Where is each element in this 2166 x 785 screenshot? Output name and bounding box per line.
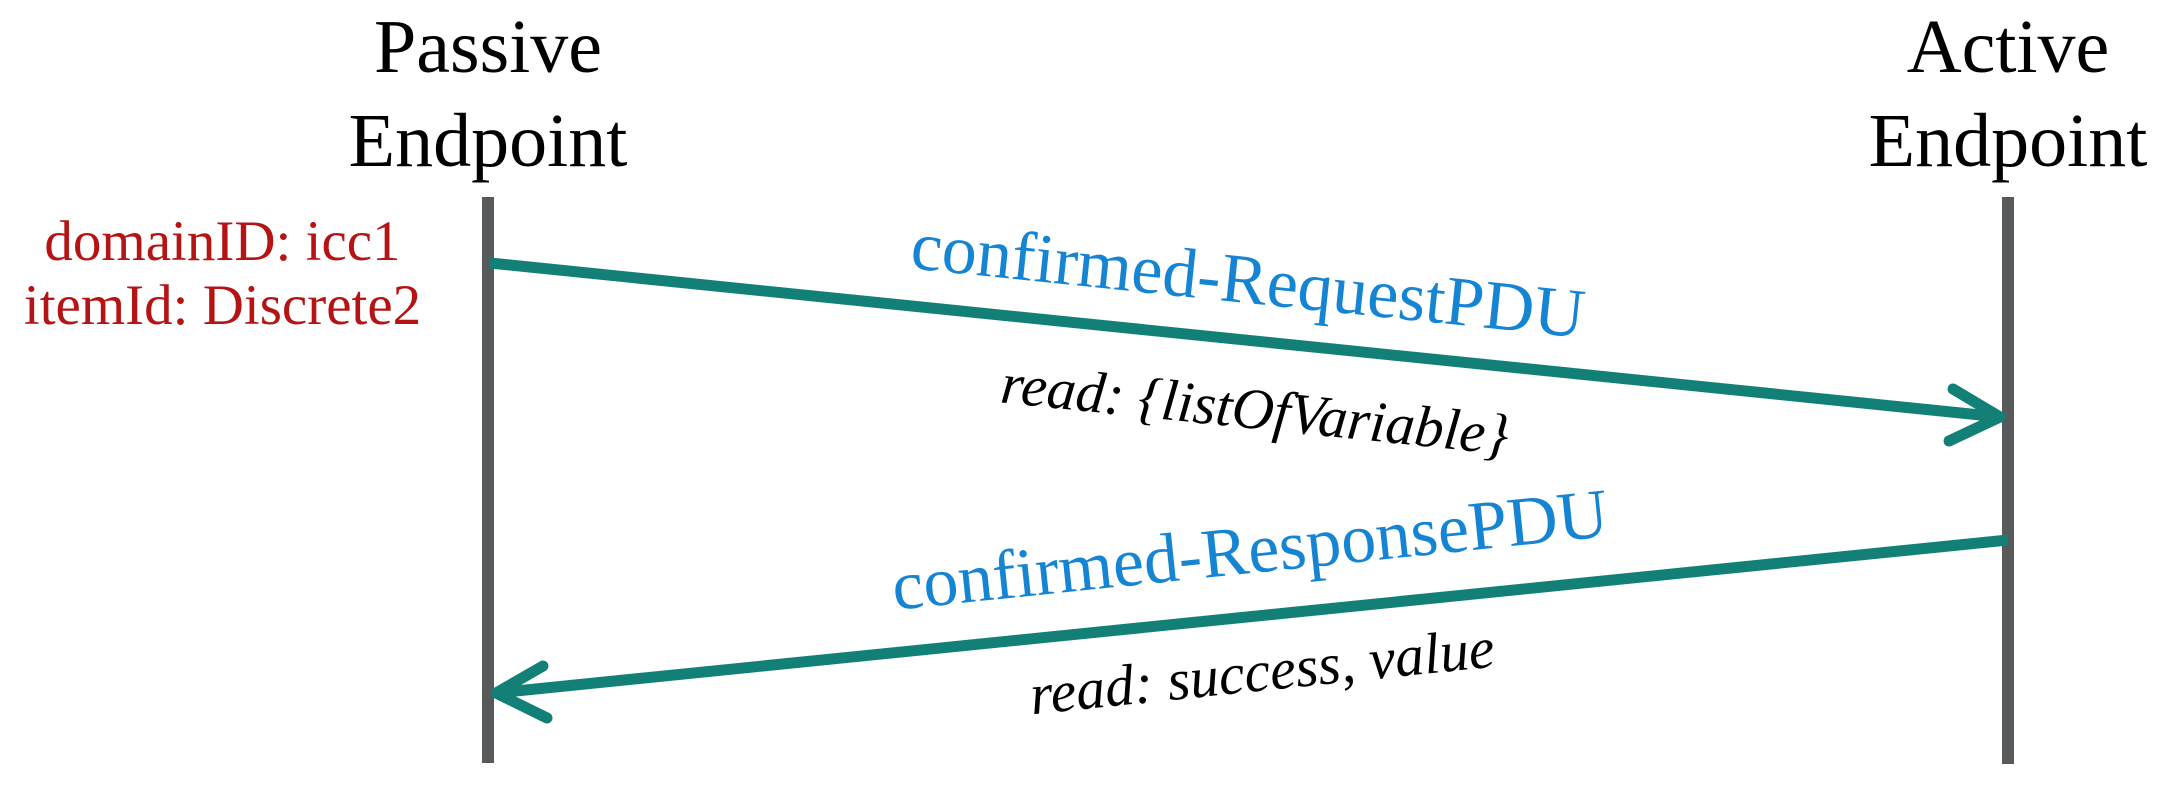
passive-endpoint-title-line2: Endpoint (348, 99, 628, 183)
active-endpoint-title: Active Endpoint (1698, 0, 2166, 188)
active-endpoint-title-line2: Endpoint (1868, 99, 2148, 183)
passive-endpoint-title: Passive Endpoint (178, 0, 798, 188)
passive-endpoint-title-line1: Passive (374, 5, 602, 89)
request-annotation: domainID: icc1 itemId: Discrete2 (0, 210, 445, 338)
annotation-domain-id: domainID: icc1 (44, 210, 401, 273)
request-arrowhead (1943, 383, 2006, 447)
request-pdu-label: confirmed-RequestPDU (907, 207, 1589, 354)
active-endpoint-lifeline (2002, 197, 2014, 764)
response-params-label: read: success, value (1026, 614, 1498, 728)
response-pdu-label: confirmed-ResponsePDU (888, 475, 1612, 626)
response-arrowhead (490, 660, 553, 724)
passive-endpoint-lifeline (482, 197, 494, 763)
active-endpoint-title-line1: Active (1906, 5, 2110, 89)
request-params-label: read: {listOfVariable} (998, 350, 1512, 468)
annotation-item-id: itemId: Discrete2 (23, 274, 422, 337)
